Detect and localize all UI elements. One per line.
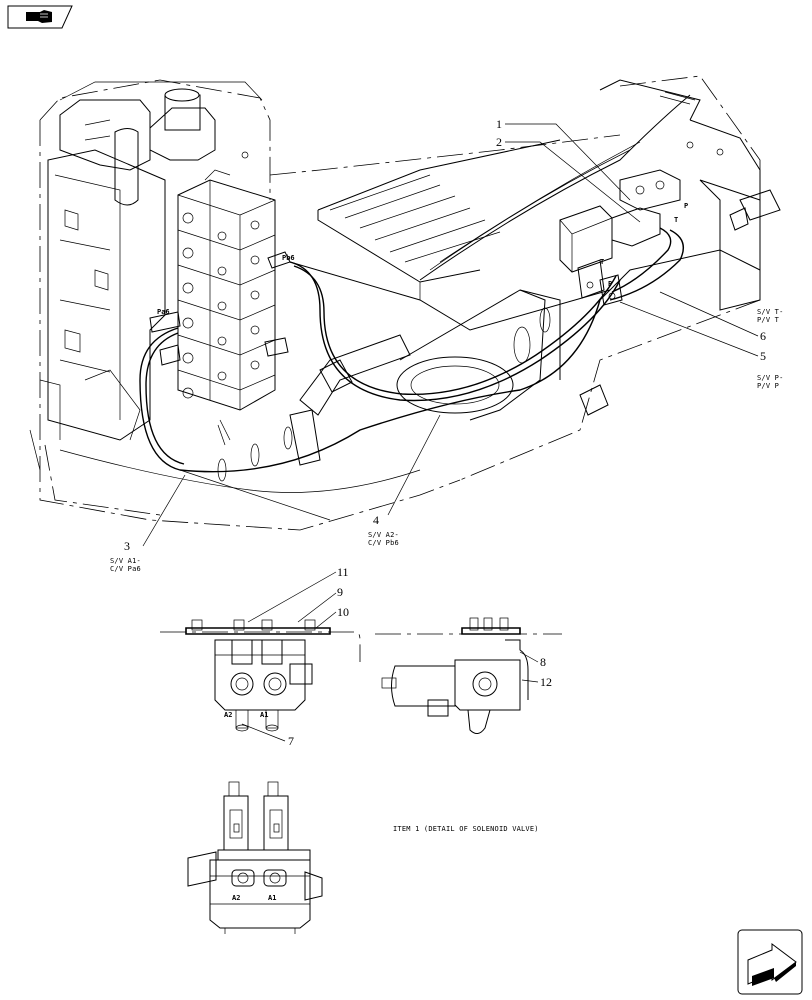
note-sv-t: S/V T- <box>757 308 784 316</box>
callout-5: 5 <box>760 349 766 363</box>
note-pv-p: P/V P <box>757 382 779 390</box>
callout-leaders-main <box>142 123 759 547</box>
callout-1: 1 <box>496 117 502 131</box>
port-label-p-top: P <box>684 202 688 210</box>
note-cv-pa6: C/V Pa6 <box>110 565 141 573</box>
control-valve-stack <box>149 169 291 411</box>
port-label-a1-front: A1 <box>260 711 268 719</box>
note-sv-a2: S/V A2- <box>368 531 399 539</box>
port-label-t-top: T <box>674 216 678 224</box>
note-cv-pb6: C/V Pb6 <box>368 539 399 547</box>
previous-page-button[interactable] <box>7 5 73 29</box>
callout-10: 10 <box>337 605 349 619</box>
hose-notes: S/V T- P/V T S/V P- P/V P S/V A2- C/V Pb… <box>110 308 784 573</box>
detail-front-view: A2 A1 <box>160 619 361 732</box>
next-page-button[interactable] <box>737 929 803 995</box>
detail-side-view <box>375 617 562 734</box>
callout-8: 8 <box>540 655 546 669</box>
callout-4: 4 <box>373 513 379 527</box>
note-sv-p: S/V P- <box>757 374 784 382</box>
callout-3: 3 <box>124 539 130 553</box>
port-label-a1-detail: A1 <box>268 894 276 902</box>
port-label-a2-detail: A2 <box>232 894 240 902</box>
callout-2: 2 <box>496 135 502 149</box>
note-pv-t: P/V T <box>757 316 780 324</box>
hand-icon <box>26 10 52 23</box>
port-label-pa6: Pa6 <box>157 308 170 316</box>
callout-12: 12 <box>540 675 552 689</box>
callout-11: 11 <box>337 565 349 579</box>
upper-structure-assembly: P T T P Pb6 Pa6 <box>29 75 781 531</box>
detail-caption: ITEM 1 (DETAIL OF SOLENOID VALVE) <box>393 825 539 833</box>
callout-leaders-detail <box>241 571 539 742</box>
callout-6: 6 <box>760 329 766 343</box>
next-arrow-icon <box>747 943 797 986</box>
port-label-a2-front: A2 <box>224 711 232 719</box>
note-sv-a1: S/V A1- <box>110 557 141 565</box>
port-label-t-mid: T <box>600 258 604 266</box>
port-label-p-mid: P <box>608 280 612 288</box>
callout-7: 7 <box>288 734 294 748</box>
callout-9: 9 <box>337 585 343 599</box>
solenoid-valve-main: P T T P <box>559 169 688 306</box>
solenoid-valve-detail: A2 A1 <box>187 781 323 934</box>
port-label-pb6: Pb6 <box>282 254 295 262</box>
